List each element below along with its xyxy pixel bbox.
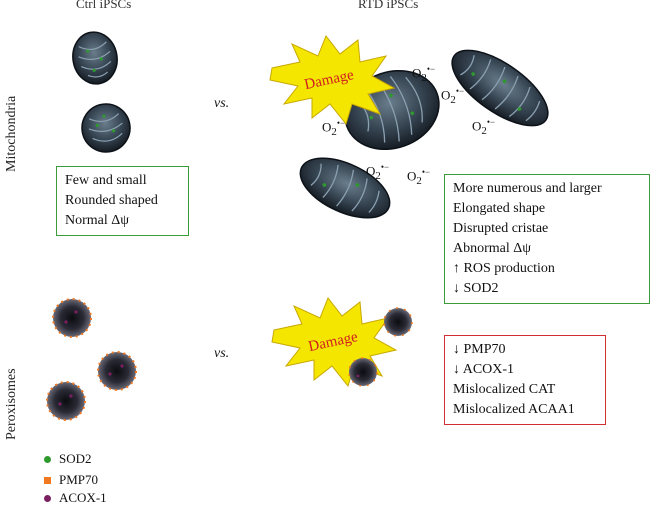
legend-item-pmp70: PMP70 bbox=[44, 472, 98, 488]
superoxide-label: O2•− bbox=[407, 167, 431, 187]
ctrl-mito-line: Normal Δψ bbox=[65, 213, 130, 228]
legend-swatch-acox1 bbox=[44, 494, 51, 502]
legend-item-acox1: ACOX-1 bbox=[44, 490, 107, 506]
row-label-mitochondria: Mitochondria bbox=[4, 95, 19, 172]
rtd-perox-line: ↓ ACOX-1 bbox=[453, 362, 515, 377]
legend-swatch-sod2 bbox=[44, 455, 51, 463]
rtd-perox-line: ↓ PMP70 bbox=[453, 342, 506, 357]
rtd-mito-line: ↓ SOD2 bbox=[453, 281, 499, 296]
legend-label: SOD2 bbox=[59, 451, 92, 466]
legend-swatch-pmp70 bbox=[44, 476, 51, 484]
rtd-perox-line: Mislocalized CAT bbox=[453, 382, 556, 397]
rtd-header: RTD iPSCs bbox=[358, 0, 419, 11]
ctrl-peroxisome-3 bbox=[46, 381, 86, 421]
rtd-peroxisome-2 bbox=[348, 357, 378, 387]
rtd-mito-line: Abnormal Δψ bbox=[453, 241, 532, 256]
row-label-peroxisomes: Peroxisomes bbox=[4, 368, 19, 440]
vs-label-perox: vs. bbox=[214, 346, 230, 361]
legend-item-sod2: SOD2 bbox=[44, 451, 92, 467]
ctrl-peroxisome-2 bbox=[97, 351, 137, 391]
superoxide-label: O2•− bbox=[366, 162, 390, 182]
rtd-perox-box: ↓ PMP70 ↓ ACOX-1 Mislocalized CAT Misloc… bbox=[444, 335, 606, 425]
superoxide-label: O2•− bbox=[441, 86, 465, 106]
rtd-mitochondrion-elongated bbox=[451, 49, 549, 127]
ctrl-mitochondrion-1 bbox=[72, 31, 118, 85]
damage-burst-mito: Damage bbox=[269, 35, 396, 126]
ctrl-mito-box: Few and small Rounded shaped Normal Δψ bbox=[56, 166, 189, 236]
rtd-mito-box: More numerous and larger Elongated shape… bbox=[444, 174, 650, 304]
ctrl-mito-line: Few and small bbox=[65, 173, 147, 188]
rtd-mitochondrion-lower bbox=[299, 157, 391, 219]
superoxide-label: O2•− bbox=[322, 118, 346, 138]
rtd-perox-line: Mislocalized ACAA1 bbox=[453, 402, 575, 417]
rtd-mito-line: ↑ ROS production bbox=[453, 261, 555, 276]
vs-label-mito: vs. bbox=[214, 96, 230, 111]
rtd-mito-line: More numerous and larger bbox=[453, 181, 602, 196]
ctrl-mito-line: Rounded shaped bbox=[65, 193, 158, 208]
rtd-mito-line: Elongated shape bbox=[453, 201, 546, 216]
ctrl-peroxisome-1 bbox=[52, 298, 92, 338]
legend-label: ACOX-1 bbox=[59, 490, 107, 505]
legend-label: PMP70 bbox=[59, 472, 99, 487]
rtd-mito-line: Disrupted cristae bbox=[453, 221, 549, 236]
ctrl-mitochondrion-2 bbox=[81, 103, 131, 153]
rtd-peroxisome-1 bbox=[383, 307, 413, 337]
ctrl-header: Ctrl iPSCs bbox=[76, 0, 132, 11]
superoxide-label: O2•− bbox=[412, 64, 436, 84]
superoxide-label: O2•− bbox=[472, 117, 496, 137]
